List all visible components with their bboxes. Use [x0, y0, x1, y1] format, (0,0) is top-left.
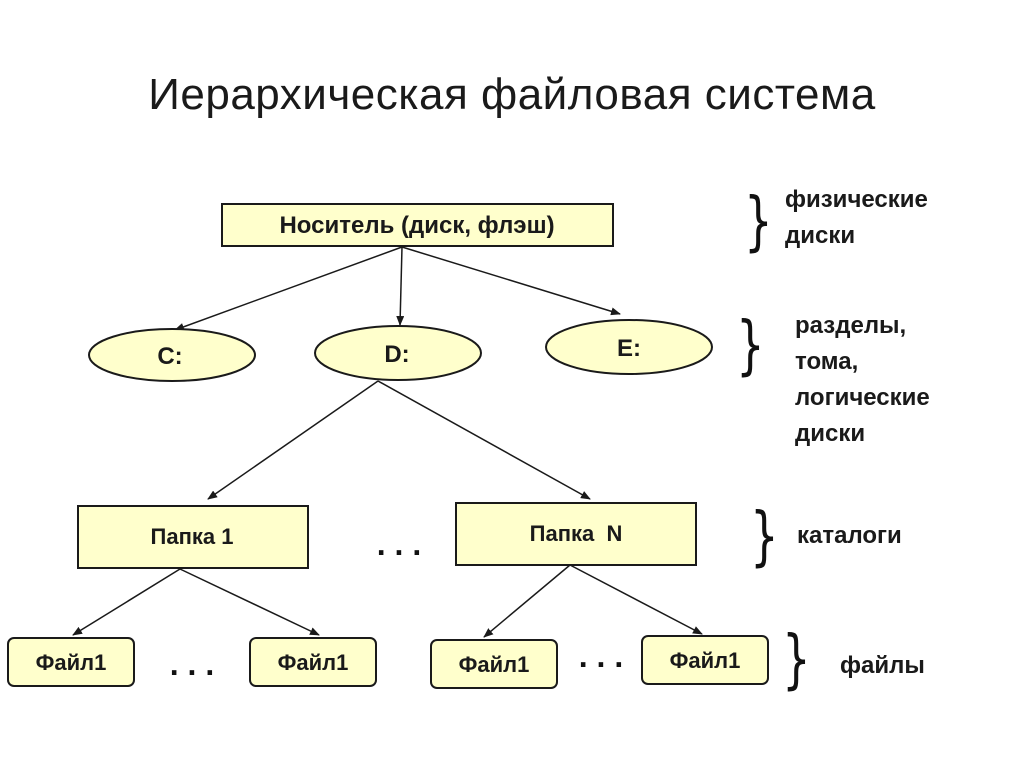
arrow-foldern-file3 — [483, 564, 571, 638]
file-3-label: Файл1 — [459, 652, 530, 677]
arrow-root-e — [401, 246, 621, 316]
folder-1-label: Папка 1 — [151, 524, 234, 549]
arrow-root-c — [174, 246, 403, 331]
level-label-catalogs: каталоги — [797, 522, 902, 549]
files-ellipsis-left: . . . — [170, 646, 214, 682]
file-1-label: Файл1 — [36, 650, 107, 675]
arrow-foldern-file4 — [569, 564, 703, 635]
folder-n-label: Папка N — [530, 521, 623, 546]
folder-1-node: Папка 1 — [77, 505, 309, 569]
file-1-node: Файл1 — [7, 637, 135, 687]
files-ellipsis-right: . . . — [579, 638, 623, 674]
file-2-node: Файл1 — [249, 637, 377, 687]
level-label-physical: физические диски — [785, 186, 928, 249]
brace-files-icon: } — [782, 623, 811, 697]
arrow-folder1-file1 — [72, 568, 181, 636]
arrow-d-folder1 — [207, 380, 379, 500]
drive-e-node: E: — [545, 319, 713, 375]
arrow-root-d — [396, 246, 405, 326]
file-3-node: Файл1 — [430, 639, 558, 689]
folders-ellipsis: . . . — [377, 526, 421, 562]
page-title: Иерархическая файловая система — [148, 70, 876, 119]
level-label-files: файлы — [840, 652, 925, 679]
drive-d-label: D: — [384, 341, 409, 368]
arrow-d-foldern — [377, 380, 591, 500]
root-node: Носитель (диск, флэш) — [221, 203, 614, 247]
brace-physical-icon: } — [744, 185, 773, 259]
file-4-label: Файл1 — [670, 648, 741, 673]
drive-c-node: C: — [88, 328, 256, 382]
file-2-label: Файл1 — [278, 650, 349, 675]
drive-d-node: D: — [314, 325, 482, 381]
drive-e-label: E: — [617, 335, 641, 362]
folder-n-node: Папка N — [455, 502, 697, 566]
drive-c-label: C: — [157, 343, 182, 370]
brace-catalogs-icon: } — [750, 500, 779, 574]
root-node-label: Носитель (диск, флэш) — [279, 212, 554, 239]
brace-partitions-icon: } — [736, 309, 765, 383]
level-label-partitions: разделы, тома, логические диски — [795, 312, 930, 447]
arrow-folder1-file2 — [179, 568, 320, 636]
file-4-node: Файл1 — [641, 635, 769, 685]
